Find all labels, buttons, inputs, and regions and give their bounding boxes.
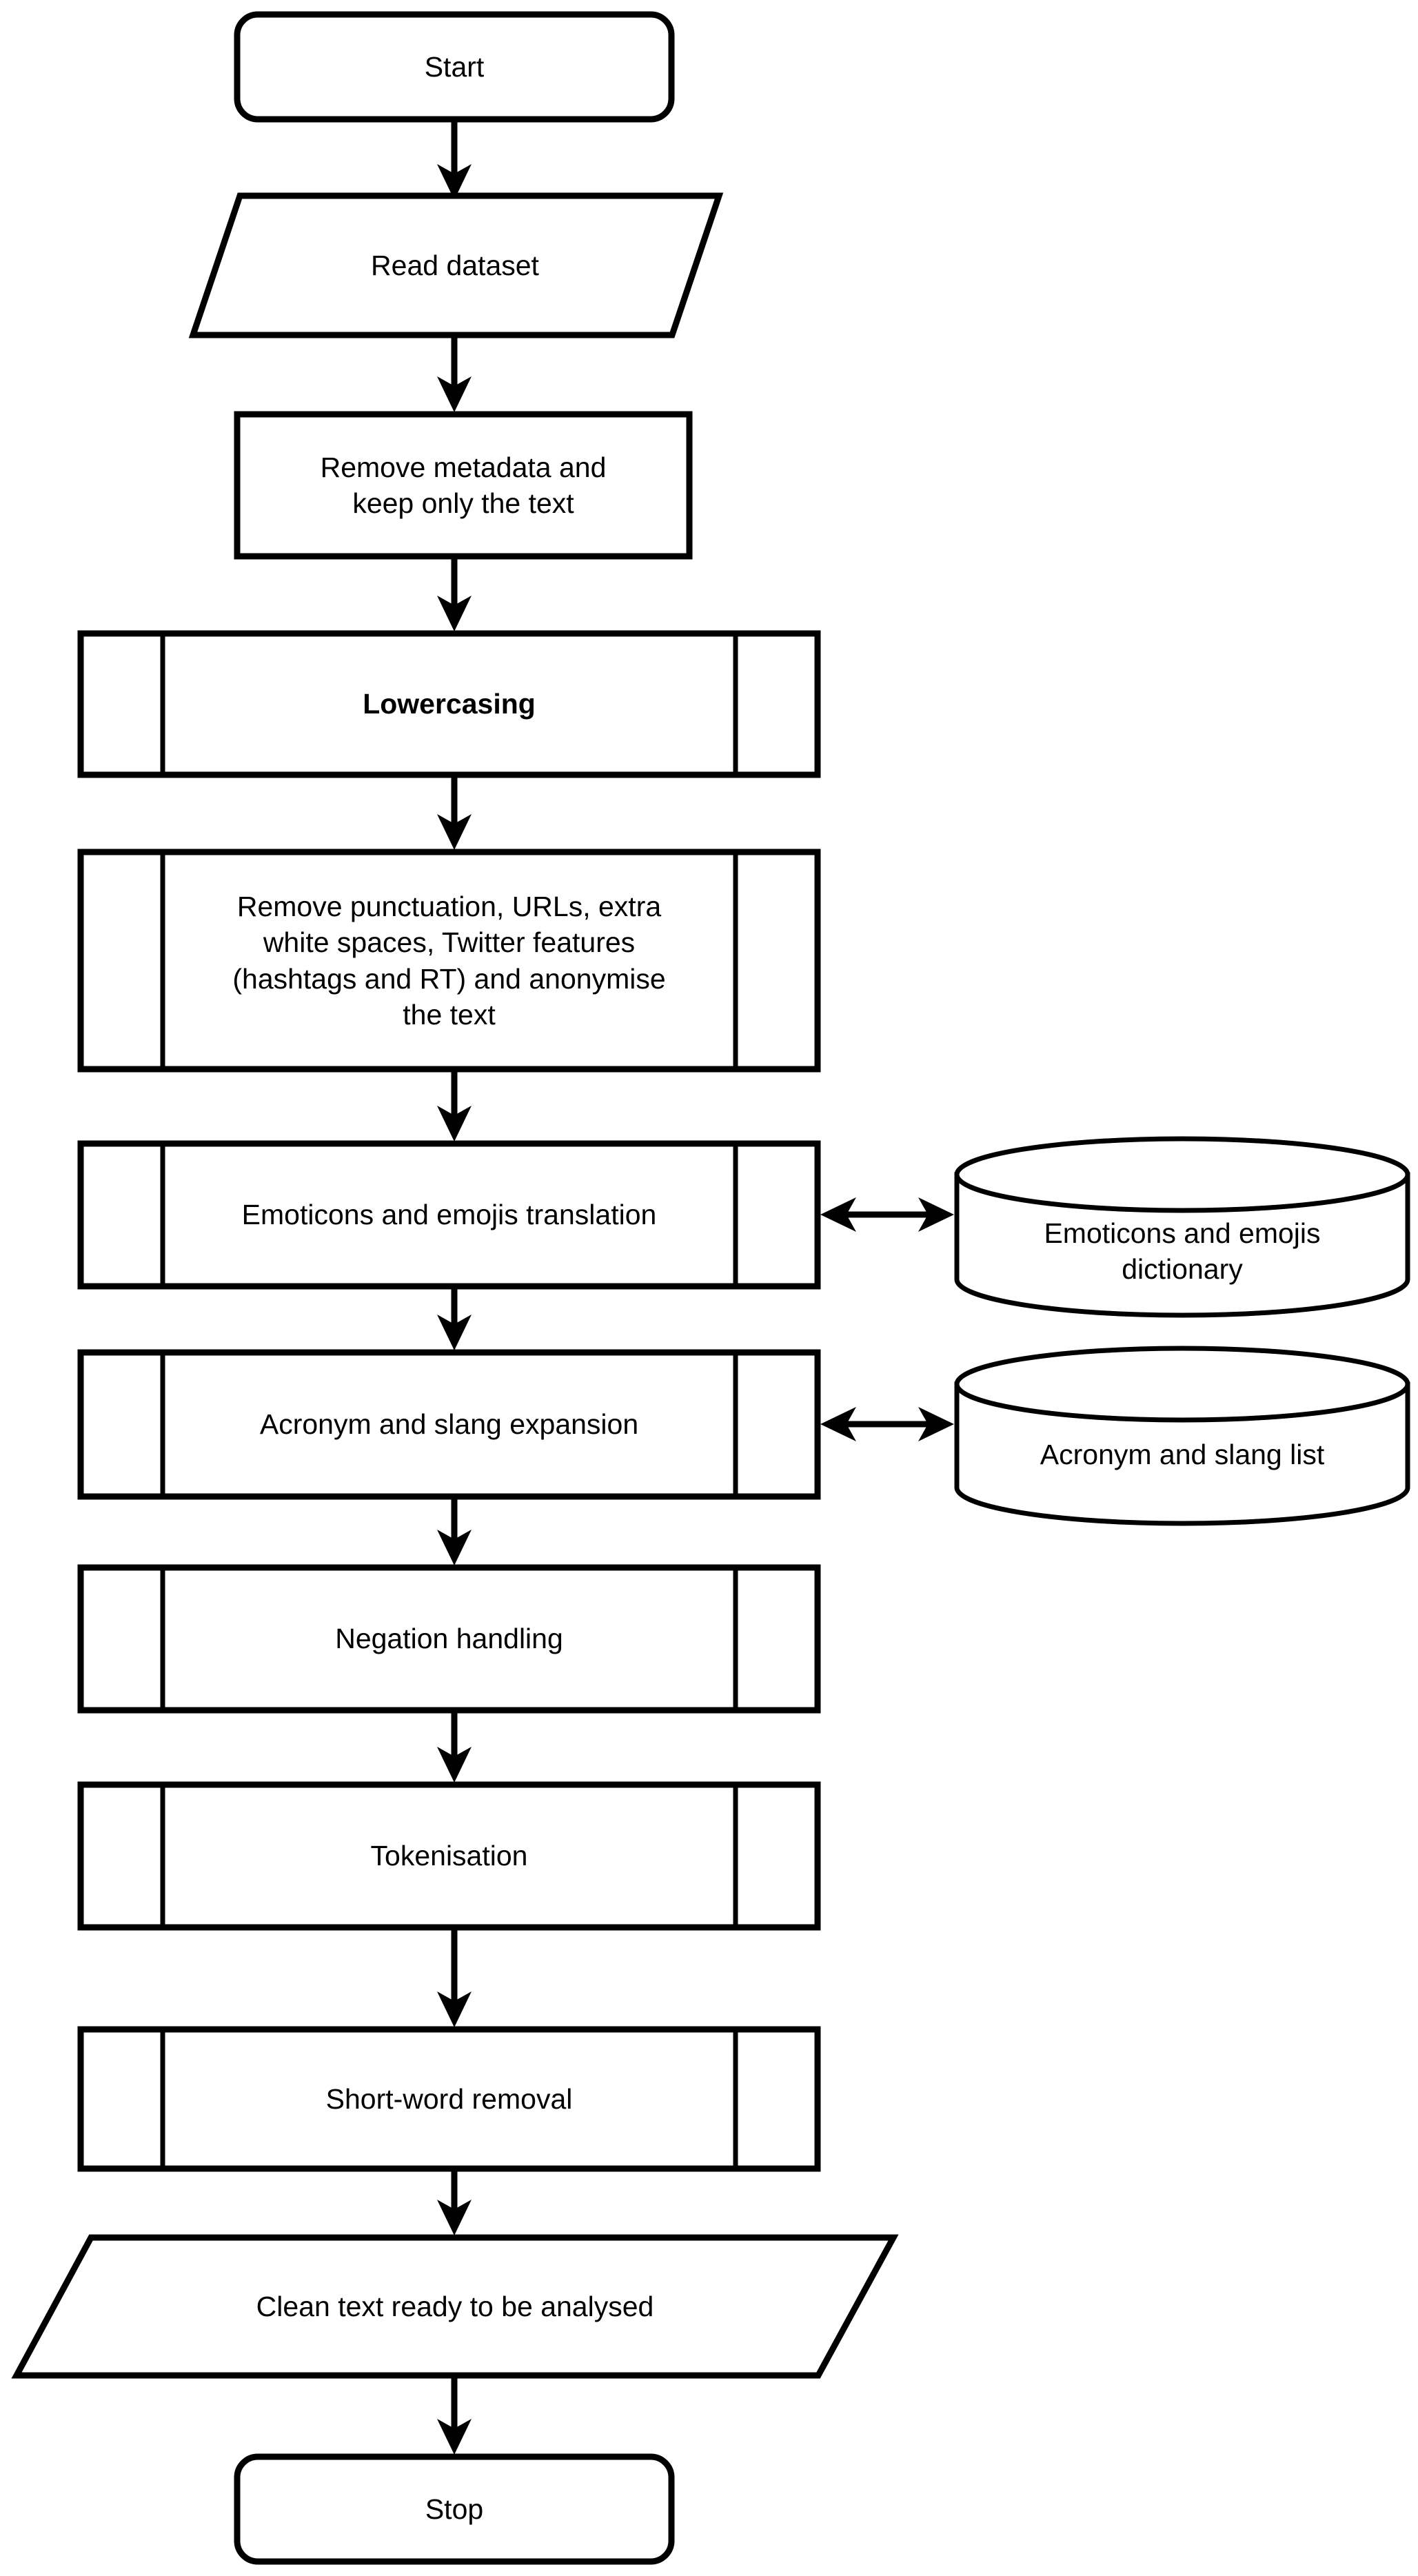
- edge-negation-handling-to-tokenisation: [437, 1713, 472, 1783]
- node-remove-punctuation-shape[interactable]: [77, 849, 821, 1073]
- node-short-word-removal-shape[interactable]: [77, 2026, 821, 2172]
- node-emoticons-translation-shape[interactable]: [77, 1140, 821, 1290]
- node-lowercasing-shape[interactable]: [77, 630, 821, 778]
- edge-read-dataset-to-remove-metadata: [437, 338, 472, 412]
- edge-acronym-expansion-to-negation-handling: [437, 1499, 472, 1565]
- edge-lowercasing-to-remove-punctuation: [437, 778, 472, 850]
- node-acronym-list-shape[interactable]: [954, 1346, 1410, 1526]
- node-negation-handling-shape[interactable]: [77, 1564, 821, 1714]
- node-remove-metadata-shape[interactable]: [234, 411, 693, 560]
- edge-tokenisation-to-short-word-removal: [437, 1930, 472, 2027]
- edge-short-word-removal-to-clean-text: [437, 2171, 472, 2235]
- edge-emoticons-translation-to-emoji-dictionary: [820, 1197, 954, 1232]
- node-emoji-dictionary-shape[interactable]: [954, 1136, 1410, 1318]
- node-start-shape[interactable]: [234, 11, 675, 123]
- edge-acronym-expansion-to-acronym-list: [820, 1407, 954, 1441]
- node-read-dataset-shape[interactable]: [188, 192, 724, 338]
- node-stop-shape[interactable]: [234, 2453, 675, 2565]
- edge-remove-metadata-to-lowercasing: [437, 558, 472, 631]
- edge-start-to-read-dataset: [437, 121, 472, 200]
- node-tokenisation-shape[interactable]: [77, 1781, 821, 1931]
- node-acronym-expansion-shape[interactable]: [77, 1349, 821, 1500]
- edge-emoticons-translation-to-acronym-expansion: [437, 1289, 472, 1350]
- edge-remove-punctuation-to-emoticons-translation: [437, 1072, 472, 1142]
- node-clean-text-shape[interactable]: [11, 2234, 899, 2379]
- edge-clean-text-to-stop: [437, 2378, 472, 2455]
